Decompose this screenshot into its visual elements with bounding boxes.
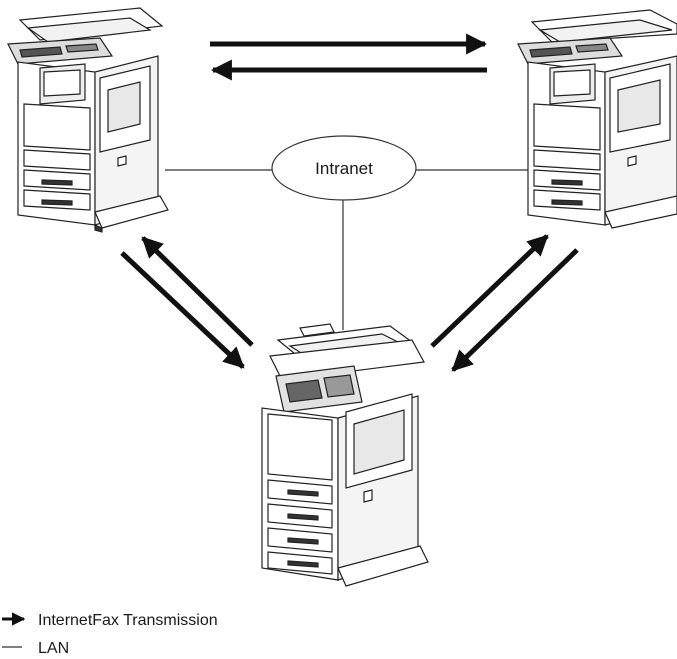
intranet-cloud: Intranet: [272, 136, 416, 200]
legend-transmission-label: InternetFax Transmission: [38, 612, 218, 629]
transmission-arrows: [122, 44, 577, 370]
intranet-label: Intranet: [315, 159, 373, 178]
legend-lan-label: LAN: [38, 640, 69, 657]
arrow-right-up: [432, 236, 547, 346]
mfp-device-bottom-center: [262, 324, 428, 586]
arrow-left-down: [122, 253, 243, 367]
mfp-device-top-right: [518, 10, 677, 228]
mfp-device-top-left: [8, 8, 168, 232]
legend: InternetFax Transmission LAN: [2, 612, 218, 657]
